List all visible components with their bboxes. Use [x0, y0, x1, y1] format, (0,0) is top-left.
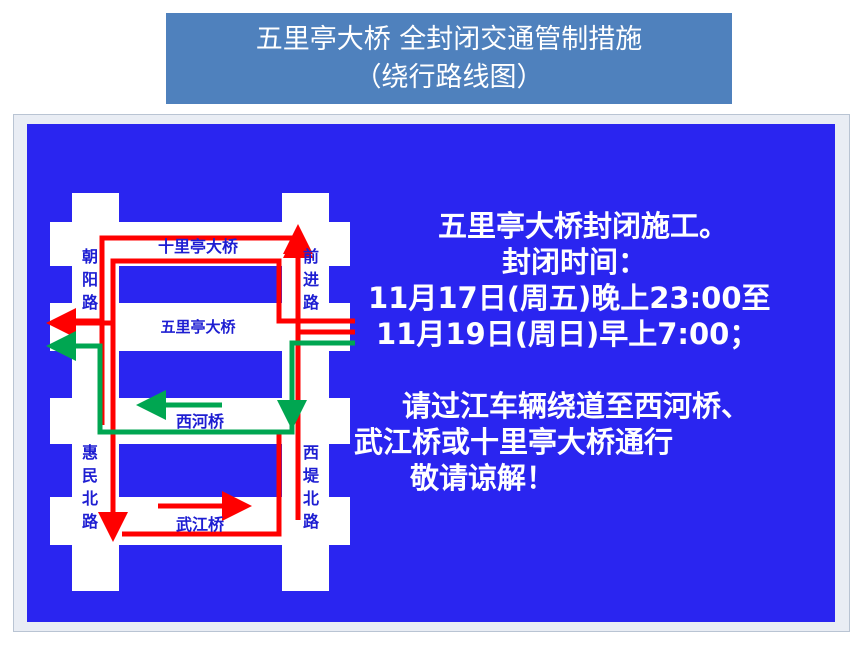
road-label-xidi-4: 路	[303, 512, 320, 531]
title-banner: 五里亭大桥 全封闭交通管制措施 （绕行路线图）	[166, 13, 732, 104]
bridge-label-wujiang: 武江桥	[176, 515, 225, 534]
notice-line-3: 11月17日(周五)晚上23:00至	[368, 281, 771, 315]
bridge-label-shiliting: 十里亭大桥	[158, 237, 239, 256]
red-route-north-westbound	[46, 258, 355, 338]
bridge-label-wuliting: 五里亭大桥	[160, 318, 236, 336]
notice-line-6: 武江桥或十里亭大桥通行	[354, 425, 674, 459]
notice-line-1: 五里亭大桥封闭施工。	[438, 209, 729, 243]
notice-line-7: 敬请谅解！	[410, 461, 556, 495]
title-line-1: 五里亭大桥 全封闭交通管制措施	[255, 23, 643, 55]
road-label-chaoyang-3: 路	[82, 293, 99, 312]
road-label-qianjin-1: 前	[303, 247, 319, 266]
road-label-huimin-1: 惠	[82, 443, 98, 462]
red-route-outer-loop	[66, 235, 355, 335]
road-label-huimin-2: 民	[82, 466, 98, 485]
closure-notice: 五里亭大桥封闭施工。 封闭时间： 11月17日(周五)晚上23:00至 11月1…	[350, 208, 830, 496]
red-routes	[46, 224, 355, 542]
road-label-chaoyang-1: 朝	[82, 247, 98, 266]
title-line-2: （绕行路线图）	[354, 61, 544, 93]
road-label-xidi-1: 西	[303, 443, 319, 462]
road-label-xidi-2: 堤	[303, 466, 320, 485]
road-label-huimin-4: 路	[82, 512, 99, 531]
green-routes	[46, 331, 355, 435]
bridge-label-xihe: 西河桥	[176, 412, 225, 431]
green-route-loop	[46, 331, 355, 435]
notice-line-4: 11月19日(周日)早上7:00；	[376, 317, 759, 351]
notice-line-5: 请过江车辆绕道至西河桥、	[402, 389, 751, 423]
notice-spacer	[350, 352, 830, 388]
road-label-xidi-3: 北	[303, 489, 319, 508]
notice-line-2: 封闭时间：	[502, 245, 648, 279]
red-route-south-cross	[122, 430, 282, 537]
road-label-huimin-3: 北	[82, 489, 98, 508]
road-label-qianjin-2: 进	[303, 270, 319, 289]
road-label-qianjin-3: 路	[303, 293, 320, 312]
road-label-chaoyang-2: 阳	[82, 270, 98, 289]
